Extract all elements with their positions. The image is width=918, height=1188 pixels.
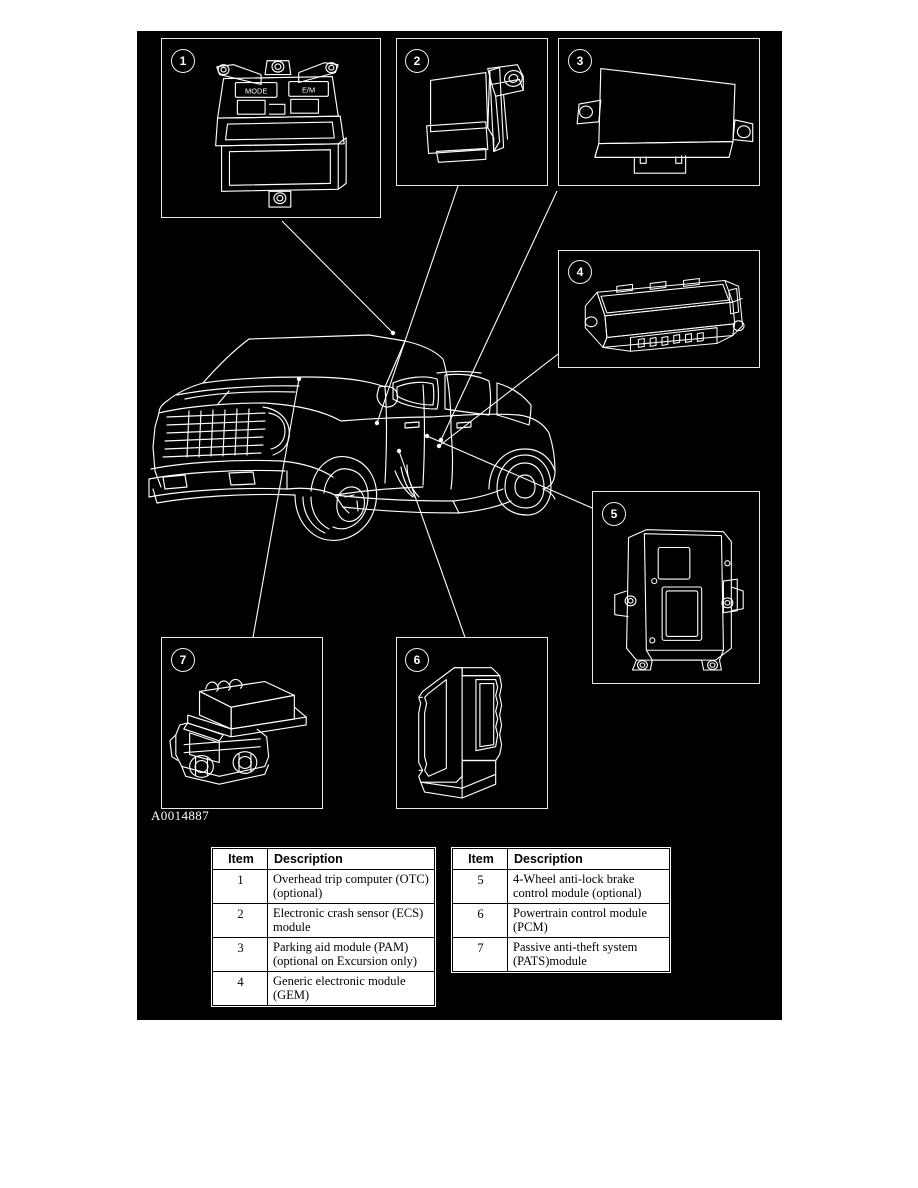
table-row: 4 Generic electronic module (GEM) [212,971,435,1006]
callout-badge-6: 6 [405,648,429,672]
table-row: 2 Electronic crash sensor (ECS) module [212,903,435,938]
legend-item-number: 2 [212,903,268,938]
callout-badge-2: 2 [405,49,429,73]
table-row: 6 Powertrain control module (PCM) [452,903,670,938]
legend-item-description: 4-Wheel anti-lock brake control module (… [507,869,670,904]
legend-header-description: Description [267,848,435,870]
callout-panel-7: 7 [161,637,323,809]
legend-item-number: 6 [452,903,508,938]
legend-item-number: 1 [212,869,268,904]
legend-header-item: Item [452,848,508,870]
legend-item-number: 4 [212,971,268,1006]
callout-panel-4: 4 [558,250,760,368]
legend-item-description: Overhead trip computer (OTC) (optional) [267,869,435,904]
callout-panel-3: 3 [558,38,760,186]
callout-badge-1: 1 [171,49,195,73]
otc-button-em-label: E/M [302,85,315,94]
callout-panel-5: 5 [592,491,760,684]
callout-badge-5: 5 [602,502,626,526]
table-row: 5 4-Wheel anti-lock brake control module… [452,869,670,904]
legend-table-left: Item Description 1 Overhead trip compute… [211,847,436,1007]
callout-panel-1: 1 [161,38,381,218]
legend-item-description: Powertrain control module (PCM) [507,903,670,938]
callout-badge-7: 7 [171,648,195,672]
legend-item-number: 3 [212,937,268,972]
legend-item-number: 5 [452,869,508,904]
legend-header-row: Item Description [212,848,435,870]
table-row: 7 Passive anti-theft system (PATS)module [452,937,670,972]
legend-header-description: Description [507,848,670,870]
abs-control-module-art [593,492,759,683]
generic-electronic-module-art [559,251,759,367]
electronic-crash-sensor-art [397,39,547,185]
legend-item-description: Generic electronic module (GEM) [267,971,435,1006]
legend-item-description: Electronic crash sensor (ECS) module [267,903,435,938]
table-row: 3 Parking aid module (PAM) (optional on … [212,937,435,972]
callout-badge-4: 4 [568,260,592,284]
powertrain-control-module-art [397,638,547,808]
parking-aid-module-art [559,39,759,185]
figure-id-label: A0014887 [151,808,210,823]
legend-item-number: 7 [452,937,508,972]
callout-badge-3: 3 [568,49,592,73]
figure-canvas: 1 [137,31,782,1020]
overhead-trip-computer-art: MODE E/M [162,39,380,217]
table-row: 1 Overhead trip computer (OTC) (optional… [212,869,435,904]
vehicle-illustration [137,321,567,611]
callout-panel-2: 2 [396,38,548,186]
legend-header-row: Item Description [452,848,670,870]
callout-panel-6: 6 [396,637,548,809]
legend-item-description: Parking aid module (PAM) (optional on Ex… [267,937,435,972]
otc-button-mode-label: MODE [245,86,267,95]
legend-header-item: Item [212,848,268,870]
legend-table-right: Item Description 5 4-Wheel anti-lock bra… [451,847,671,973]
legend-item-description: Passive anti-theft system (PATS)module [507,937,670,972]
passive-anti-theft-module-art [162,638,322,808]
